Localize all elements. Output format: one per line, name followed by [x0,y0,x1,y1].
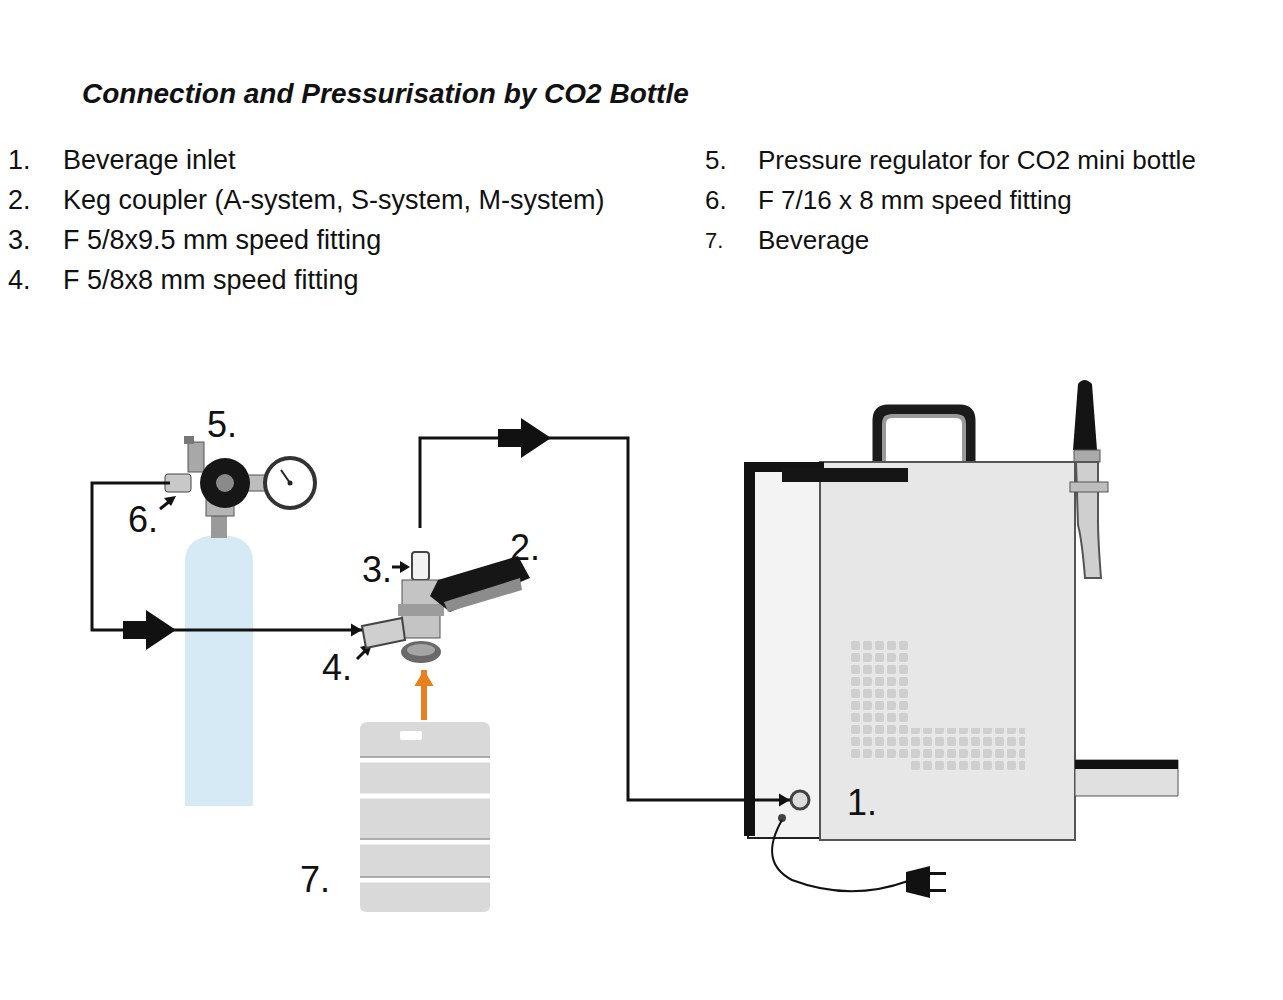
list-number: 2. [8,184,31,216]
callout-number: 4. [322,648,352,688]
callout-number: 7. [300,860,330,900]
callout-number: 5. [207,405,237,445]
co2-bottle [185,512,253,806]
arrow-head [779,793,790,806]
list-number: 4. [8,264,31,296]
list-item: Keg coupler (A-system, S-system, M-syste… [63,184,605,216]
list-item: F 5/8x9.5 mm speed fitting [63,224,381,256]
diagram-title: Connection and Pressurisation by CO2 Bot… [82,78,689,110]
arrow-head [351,623,362,636]
list-number: 6. [705,184,727,216]
list-number: 5. [705,144,727,176]
list-item: F 7/16 x 8 mm speed fitting [758,184,1072,216]
callout-number: 1. [847,783,877,823]
callout-number: 6. [128,500,158,540]
regulator-part: 5. [170,400,320,525]
pipe-line [420,438,790,800]
list-item: Pressure regulator for CO2 mini bottle [758,144,1196,176]
dispenser-part: 1. [790,405,1075,840]
pipe-line [92,483,362,630]
list-number: 3. [8,224,31,256]
list-number: 1. [8,144,31,176]
pipe-connector [92,483,362,650]
callout-number: 2. [510,528,540,568]
callout-number: 3. [362,550,392,590]
list-item: Beverage inlet [63,144,236,176]
pipe-connector [414,670,433,720]
list-item: F 5/8x8 mm speed fitting [63,264,359,296]
coupler-part: 2. [362,528,547,670]
beer-dispenser [744,380,1178,898]
list-number: 7. [705,225,723,257]
pressure-regulator [165,436,315,516]
flow-arrow [498,418,551,458]
keg-part: 7. [358,720,493,915]
list-item: Beverage [758,224,869,256]
flow-arrow [123,610,176,650]
arrow-head [414,670,433,686]
keg [360,722,490,912]
pipe-connector [420,418,790,807]
callout-arrows [160,496,846,806]
